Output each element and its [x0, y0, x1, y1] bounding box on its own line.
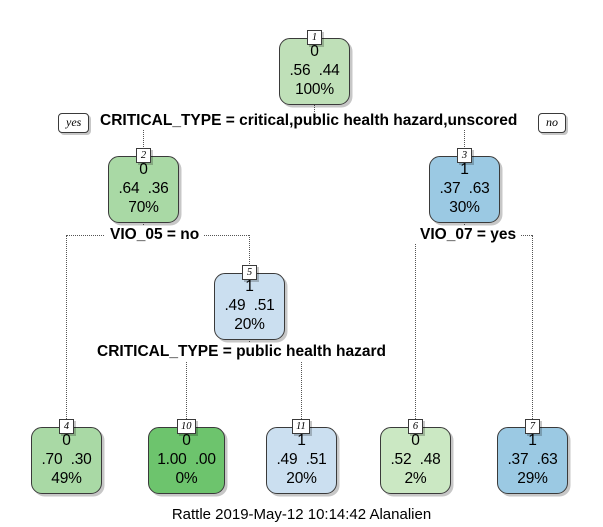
node-tag-1-text: 1	[311, 32, 318, 43]
split-label-vio07: VIO_07 = yes	[415, 226, 522, 244]
node-5-probs: .49 .51	[224, 297, 275, 315]
node-1-probs: .56 .44	[289, 62, 340, 80]
node-5-percent: 20%	[234, 315, 265, 333]
node-tag-7: 7	[525, 419, 540, 434]
tree-node-11[interactable]: 1 .49 .51 20%	[266, 427, 337, 494]
node-tag-10: 10	[177, 419, 196, 434]
node-tag-4: 4	[59, 419, 74, 434]
node-tag-5-text: 5	[246, 267, 253, 278]
node-3-probs: .37 .63	[439, 180, 490, 198]
node-7-probs: .37 .63	[507, 451, 558, 469]
tree-node-5[interactable]: 1 .49 .51 20%	[214, 273, 285, 340]
node-6-class: 0	[411, 432, 420, 450]
yes-label: yes	[66, 115, 82, 129]
node-tag-3: 3	[457, 148, 472, 163]
node-6-probs: .52 .48	[390, 451, 441, 469]
node-2-probs: .64 .36	[118, 180, 169, 198]
split-root-text: CRITICAL_TYPE = critical,public health h…	[100, 112, 518, 129]
node-tag-11-text: 11	[296, 421, 306, 432]
node-tag-6: 6	[408, 419, 423, 434]
node-2-class: 0	[139, 161, 148, 179]
node-4-class: 0	[62, 432, 71, 450]
connector-vio05-to-node5	[249, 235, 250, 264]
node-tag-2: 2	[136, 148, 151, 163]
tree-node-7[interactable]: 1 .37 .63 29%	[497, 427, 568, 494]
split-vio07-text: VIO_07 = yes	[420, 226, 517, 243]
node-7-class: 1	[528, 432, 537, 450]
tree-node-2[interactable]: 0 .64 .36 70%	[108, 156, 179, 223]
no-label: no	[546, 115, 558, 129]
node-3-percent: 30%	[449, 198, 480, 216]
node-11-probs: .49 .51	[276, 451, 327, 469]
node-10-probs: 1.00 .00	[157, 451, 216, 469]
split-vio05-text: VIO_05 = no	[110, 226, 200, 243]
node-4-percent: 49%	[51, 469, 82, 487]
split-root-no-chip: no	[538, 113, 566, 133]
connector-vio07-to-node6	[415, 235, 416, 419]
connector-root-to-node2	[143, 129, 144, 147]
node-tag-4-text: 4	[63, 421, 70, 432]
tree-node-10[interactable]: 0 1.00 .00 0%	[148, 427, 225, 494]
node-1-percent: 100%	[295, 80, 334, 98]
node-tag-11: 11	[292, 419, 310, 434]
node-tag-2-text: 2	[140, 150, 147, 161]
split-root-yes-chip: yes	[58, 113, 90, 133]
node-tag-7-text: 7	[529, 421, 536, 432]
connector-root-to-split	[314, 104, 315, 118]
tree-node-4[interactable]: 0 .70 .30 49%	[31, 427, 102, 494]
node-11-percent: 20%	[286, 469, 317, 487]
node-tag-1: 1	[307, 30, 322, 45]
node-5-class: 1	[245, 278, 254, 296]
node-tag-5: 5	[242, 265, 257, 280]
node-1-class: 0	[310, 43, 319, 61]
node-4-probs: .70 .30	[41, 451, 92, 469]
node-10-class: 0	[182, 432, 191, 450]
node-7-percent: 29%	[517, 469, 548, 487]
tree-node-3[interactable]: 1 .37 .63 30%	[429, 156, 500, 223]
tree-node-1[interactable]: 0 .56 .44 100%	[279, 38, 350, 105]
connector-vio07-to-node7	[532, 235, 533, 419]
node-3-class: 1	[460, 161, 469, 179]
footer-caption: Rattle 2019-May-12 10:14:42 Alanalien	[0, 506, 603, 523]
node-tag-10-text: 10	[181, 421, 192, 432]
split-phh-text: CRITICAL_TYPE = public health hazard	[97, 343, 386, 360]
node-tag-6-text: 6	[412, 421, 419, 432]
connector-vio05-to-node4	[66, 235, 67, 419]
connector-root-to-node3	[464, 129, 465, 147]
node-2-percent: 70%	[128, 198, 159, 216]
split-label-critical-type-phh: CRITICAL_TYPE = public health hazard	[92, 343, 391, 361]
node-6-percent: 2%	[404, 469, 427, 487]
node-tag-3-text: 3	[461, 150, 468, 161]
connector-phh-to-node10	[186, 352, 187, 419]
split-label-root: CRITICAL_TYPE = critical,public health h…	[95, 112, 523, 130]
node-11-class: 1	[297, 432, 306, 450]
node-10-percent: 0%	[175, 469, 198, 487]
connector-phh-to-node11	[301, 352, 302, 419]
footer-text: Rattle 2019-May-12 10:14:42 Alanalien	[171, 506, 432, 523]
tree-node-6[interactable]: 0 .52 .48 2%	[380, 427, 451, 494]
split-label-vio05: VIO_05 = no	[105, 226, 205, 244]
